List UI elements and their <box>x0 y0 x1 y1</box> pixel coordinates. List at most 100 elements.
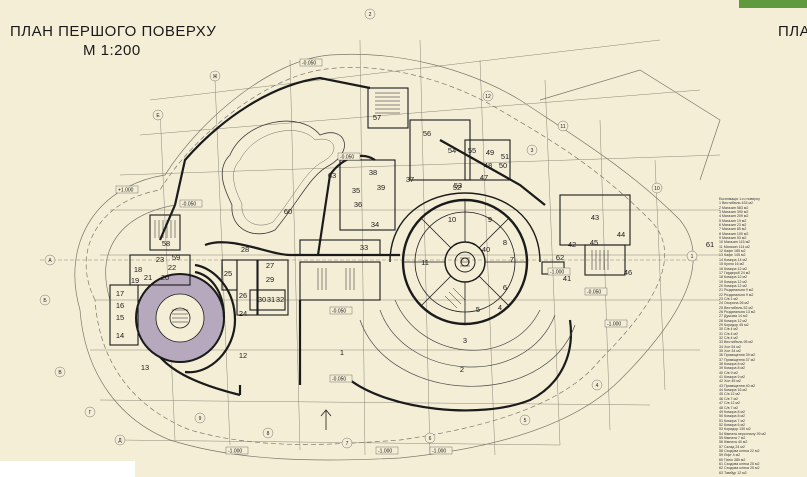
legend-item: 44 Комора 16 м2 <box>719 388 748 393</box>
level-markers: -0.050 -0.050 -0.050 +1.000 -1.000 -1.00… <box>115 58 628 455</box>
green-accent-strip <box>739 0 807 8</box>
level-mark: -0.050 <box>340 155 354 161</box>
legend-item: 41 Комора 9 м2 <box>719 375 746 380</box>
legend-item: 49 Комора 8 м2 <box>719 409 746 414</box>
room-blocks <box>109 87 631 346</box>
legend-item: 26 Роздягальня 13 м2 <box>719 309 756 314</box>
room-label: 57 <box>373 113 381 122</box>
legend-heading: Експлікація 1-го поверху <box>719 197 760 201</box>
legend-item: 25 Вестибюль 52 м2 <box>719 305 753 310</box>
room-label: 34 <box>371 220 379 229</box>
legend-item: 18 Комора 12 м2 <box>719 275 748 280</box>
axis-label: 7 <box>346 441 349 447</box>
level-mark: -0.050 <box>302 61 316 67</box>
legend-item: 37 Приміщення 37 м2 <box>719 357 756 362</box>
legend-item: 50 Комора 8 м2 <box>719 414 746 419</box>
axis-label: 1 <box>691 254 694 260</box>
room-label: 21 <box>144 273 152 282</box>
room-label: 33 <box>360 243 368 252</box>
room-label: 14 <box>116 331 124 340</box>
legend-item: 52 Комора 6 м2 <box>719 422 746 427</box>
legend-item: 14 Комора 14 м2 <box>719 257 748 262</box>
legend-item: 15 Кухня 16 м2 <box>719 262 745 267</box>
plan-title: ПЛАН ПЕРШОГО ПОВЕРХУ <box>10 23 217 40</box>
room-label: 45 <box>590 238 598 247</box>
room-labels: 1 2 3 4 5 6 7 8 9 10 11 12 13 14 15 16 1… <box>116 113 714 374</box>
legend-item: 57 Склад 24 м2 <box>719 444 745 449</box>
room-label: 43 <box>591 213 599 222</box>
axis-label: 8 <box>267 431 270 437</box>
legend-item: 12 Кафе 185 м2 <box>719 249 746 254</box>
legend-item: 55 Кімната 7 м2 <box>719 435 746 440</box>
level-mark: -1.000 <box>378 449 392 455</box>
level-mark: -0.050 <box>587 290 601 296</box>
legend-item: 61 Сходова клітка 25 м2 <box>719 461 760 466</box>
room-label: 54 <box>448 146 456 155</box>
legend-item: 43 Приміщення 40 м2 <box>719 383 756 388</box>
legend-item: 23 С/в 1 м2 <box>719 296 738 301</box>
entrance-arrow <box>320 409 332 430</box>
room-label: 4 <box>498 303 502 312</box>
legend-item: 46 С/в 7 м2 <box>719 396 738 401</box>
legend-item: 34 Хол 54 м2 <box>719 344 741 349</box>
room-label: 10 <box>448 215 456 224</box>
room-label: 63 <box>328 171 336 180</box>
bottom-white-band <box>0 461 135 477</box>
legend-item: 3 Магазин 390 м2 <box>719 210 749 215</box>
legend-item: 10 Магазин 115 м2 <box>719 240 751 245</box>
legend-item: 60 Патіо 380 м2 <box>719 457 746 462</box>
legend-item: 33 Вестибюль 95 м2 <box>719 340 753 345</box>
legend-item: 39 Комора 8 м2 <box>719 366 746 371</box>
level-mark: -1.000 <box>228 449 242 455</box>
legend-item: 4 Магазин 209 м2 <box>719 214 749 219</box>
axis-label: 5 <box>524 418 527 424</box>
room-label: 61 <box>706 240 714 249</box>
room-label: 27 <box>266 261 274 270</box>
room-label: 42 <box>568 240 576 249</box>
room-label: 62 <box>556 253 564 262</box>
room-label: 25 <box>224 269 232 278</box>
patio-outline <box>221 120 345 235</box>
axis-label: Е <box>156 113 160 119</box>
room-label: 46 <box>624 268 632 277</box>
room-label: 11 <box>421 258 429 267</box>
level-mark: -0.050 <box>182 202 196 208</box>
legend-item: 35 Хол 34 м2 <box>719 349 741 354</box>
room-label: 7 <box>510 255 514 264</box>
legend-item: 31 С/в 4 м2 <box>719 331 738 336</box>
room-label: 37 <box>406 175 414 184</box>
room-label: 28 <box>241 245 249 254</box>
room-label: 3 <box>463 336 467 345</box>
room-label: 32 <box>276 295 284 304</box>
legend-item: 2 Магазин 583 м2 <box>719 205 749 210</box>
room-label: 12 <box>239 351 247 360</box>
room-label: 23 <box>156 255 164 264</box>
legend-item: 42 Хол 45 м2 <box>719 379 741 384</box>
level-mark: -0.050 <box>332 309 346 315</box>
room-label: 30 <box>258 295 266 304</box>
room-label: 35 <box>352 186 360 195</box>
legend-item: 8 Магазин 100 м2 <box>719 231 749 236</box>
legend-item: 63 Тамбур 12 м2 <box>719 470 747 475</box>
axis-label: В <box>58 370 62 376</box>
legend-item: 19 Комора 12 м2 <box>719 279 748 284</box>
legend-item: 16 Комора 12 м2 <box>719 266 748 271</box>
legend-item: 48 С/в 7 м2 <box>719 405 738 410</box>
stairs <box>154 92 609 323</box>
room-label: 16 <box>116 301 124 310</box>
level-mark: +1.000 <box>118 188 134 194</box>
axis-label: Д <box>118 438 122 444</box>
patio-inner <box>233 130 335 226</box>
site-contours <box>74 53 721 461</box>
axis-label: 2 <box>369 12 372 18</box>
legend-item: 36 Приміщення 39 м2 <box>719 353 756 358</box>
next-sheet-title-fragment: ПЛА <box>778 23 807 40</box>
room-label: 58 <box>162 239 170 248</box>
room-label: 6 <box>503 283 507 292</box>
room-label: 44 <box>617 230 625 239</box>
legend-item: 1 Вестибюль 433 м2 <box>719 201 753 206</box>
atrium-outer-arcs <box>359 299 576 387</box>
room-label: 17 <box>116 289 124 298</box>
room-label: 60 <box>284 207 292 216</box>
room-label: 19 <box>131 276 139 285</box>
